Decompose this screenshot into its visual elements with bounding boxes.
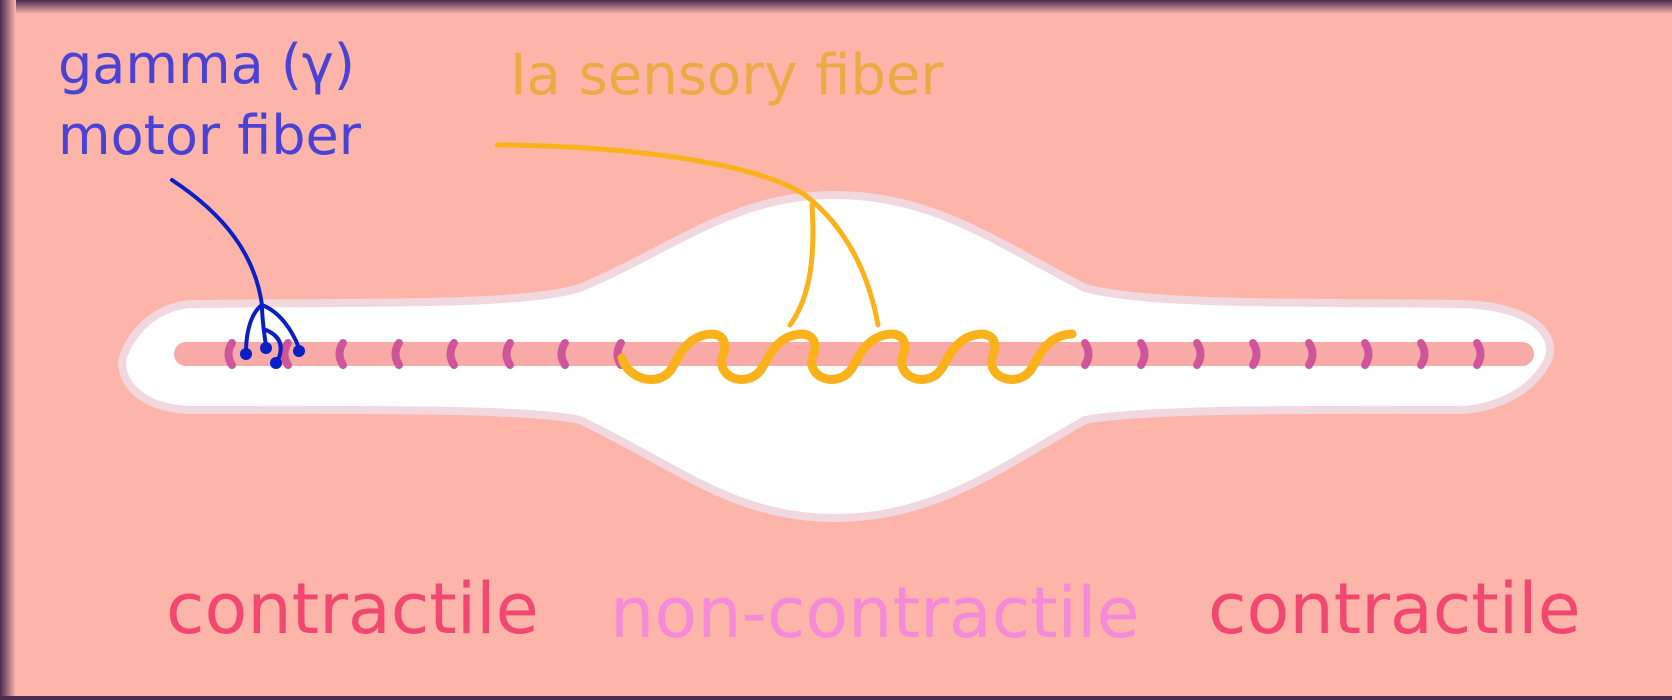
frame-left-shadow bbox=[0, 0, 16, 696]
striation bbox=[1253, 343, 1257, 365]
motor-end-plate bbox=[270, 357, 282, 369]
striation bbox=[1085, 343, 1089, 365]
motor-end-plate bbox=[293, 345, 305, 357]
striation bbox=[562, 343, 566, 365]
striation bbox=[396, 343, 400, 365]
striation bbox=[1477, 343, 1481, 365]
striation bbox=[1309, 343, 1313, 365]
striation bbox=[285, 343, 289, 365]
striation bbox=[507, 343, 511, 365]
gamma-label-line2: motor fiber bbox=[58, 104, 362, 167]
region-label-contractile-left: contractile bbox=[166, 568, 539, 650]
striation bbox=[1141, 343, 1145, 365]
striation bbox=[1421, 343, 1425, 365]
frame-top-shadow bbox=[0, 0, 1672, 14]
gamma-label-line1: gamma (γ) bbox=[58, 33, 355, 96]
ia-fiber-label: Ia sensory fiber bbox=[510, 43, 944, 108]
striation bbox=[1365, 343, 1369, 365]
striation bbox=[1197, 343, 1201, 365]
region-label-contractile-right: contractile bbox=[1208, 568, 1581, 650]
striation bbox=[229, 343, 233, 365]
motor-end-plate bbox=[240, 348, 252, 360]
region-label-non-contractile: non-contractile bbox=[610, 572, 1140, 654]
motor-end-plate bbox=[260, 342, 272, 354]
striation bbox=[340, 343, 344, 365]
striation bbox=[451, 343, 455, 365]
